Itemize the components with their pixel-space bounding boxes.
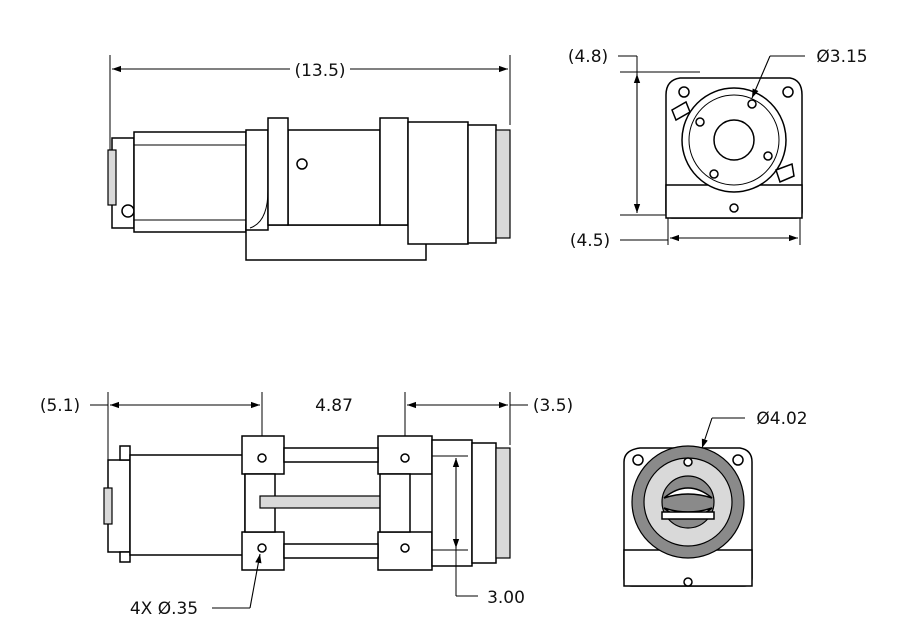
logo-bar (661, 511, 715, 520)
drum-diameter-label: Ø3.15 (816, 47, 867, 67)
leader-line (701, 417, 713, 449)
top-view: (5.1) 4.87 (3.5) (40, 392, 573, 619)
motor-length-label: (5.1) (40, 396, 80, 416)
mount-hole (257, 453, 267, 463)
mount-base (245, 224, 427, 261)
corner-bolt (782, 86, 794, 98)
base-bolt (729, 203, 739, 213)
mount-spacing-label: 4.87 (315, 396, 353, 416)
motor-housing (129, 454, 246, 556)
base-bolt (683, 577, 693, 587)
front-height-label: (4.8) (568, 47, 608, 67)
corner-bolt (732, 454, 744, 466)
logo-swoosh (663, 487, 713, 499)
front-view: (4.8) (4.5) Ø3.15 (568, 47, 868, 251)
gear-cap (467, 124, 497, 244)
corner-bolt (678, 86, 690, 98)
hub-bolt (695, 117, 705, 127)
frame-side (379, 473, 411, 533)
leader-line (249, 553, 262, 609)
rear-diameter-label: Ø4.02 (756, 409, 807, 429)
right-upright (379, 117, 409, 226)
rear-view: Ø4.02 (623, 409, 808, 587)
leader-line (751, 55, 771, 99)
gearbox-length-label: (3.5) (533, 396, 573, 416)
gear-end (495, 129, 511, 239)
mount-hole (400, 543, 410, 553)
cable-clip (671, 100, 691, 122)
hub-bolt (763, 151, 773, 161)
motor-terminal (119, 445, 131, 461)
motor-terminal (121, 204, 135, 218)
motor-flange (245, 129, 269, 231)
side-view: (13.5) (107, 55, 511, 261)
gear-housing (407, 121, 469, 245)
mount-hole (257, 543, 267, 553)
overall-length-label: (13.5) (294, 61, 345, 81)
hub-bolt (709, 169, 719, 179)
mount-width-label: 3.00 (487, 588, 525, 608)
motor-housing (133, 131, 247, 233)
front-drum-inner (688, 94, 780, 186)
motor-terminal-block (103, 487, 113, 525)
gear-cap (471, 442, 497, 564)
hole-callout-label: 4X Ø.35 (130, 599, 198, 619)
tie-bar (283, 447, 379, 463)
motor-terminal-block (107, 149, 117, 206)
corner-bolt (632, 454, 644, 466)
gear-housing (431, 439, 473, 567)
gear-end (495, 447, 511, 559)
drum (287, 129, 381, 226)
mount-hole (400, 453, 410, 463)
drum-hub (713, 119, 755, 161)
hub-bolt (747, 99, 757, 109)
cover-bolt (683, 457, 693, 467)
cable-clip (775, 162, 795, 184)
rear-logo-disc (661, 475, 715, 529)
upright-curve (249, 189, 269, 229)
front-width-label: (4.5) (570, 231, 610, 251)
drum-bolt (296, 158, 308, 170)
left-upright (267, 117, 289, 226)
motor-terminal (119, 551, 131, 563)
tie-bar (283, 543, 379, 559)
